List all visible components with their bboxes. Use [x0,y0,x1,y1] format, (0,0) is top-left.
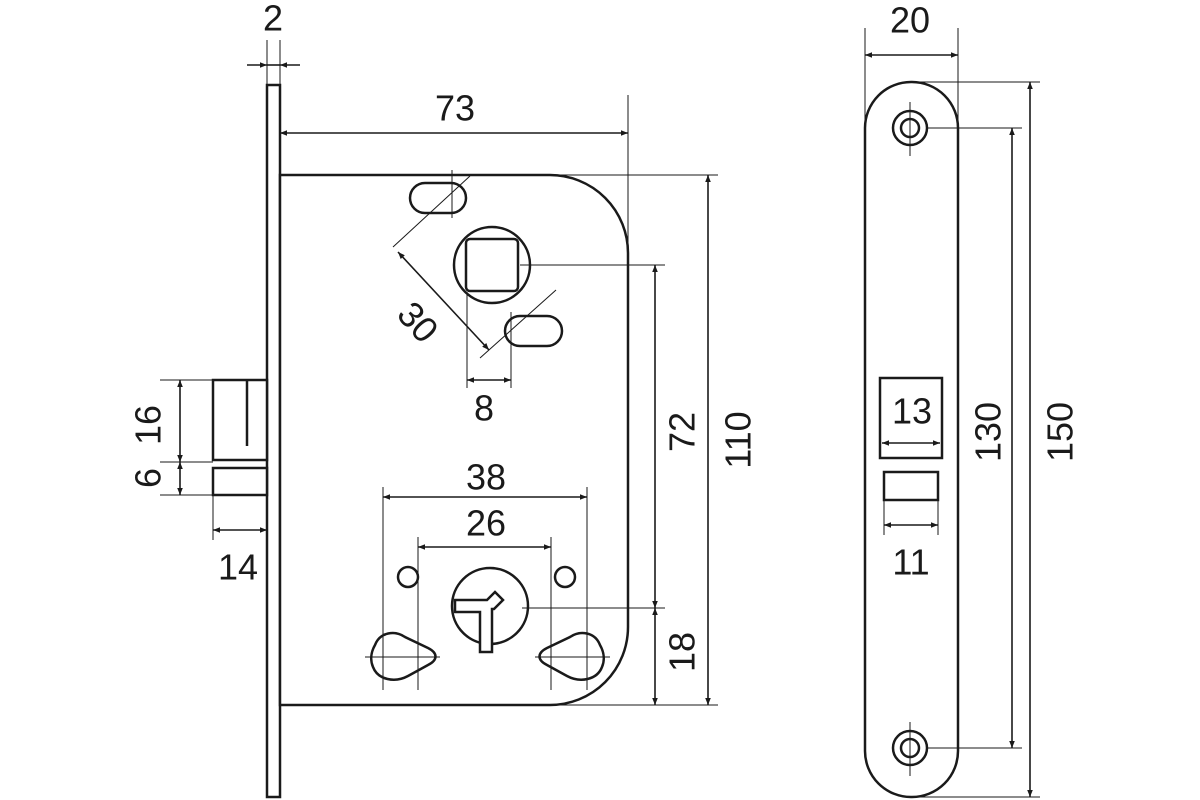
lock-case [278,173,630,707]
faceplate [265,83,282,799]
lower-mounting-slot [503,314,564,348]
dimension-strike-width: 20 [864,0,959,122]
dimension-label: 8 [474,388,494,429]
dimension-label: 11 [892,542,929,583]
dimension-label: 26 [466,503,506,544]
dimension-body-height: 110 [550,174,759,706]
dimension-outer-hole-spacing: 38 [382,457,588,690]
lower-bolt [211,466,269,497]
mounting-cutout-right [538,631,605,681]
dimension-label: 73 [435,88,475,129]
dimension-label: 110 [718,411,759,468]
dimension-latch-projection: 14 [212,495,267,588]
strike-plate-view: 20 13 11 130 150 [863,0,1081,799]
screw-hole-right [553,565,577,589]
dimension-label: 130 [968,402,1009,462]
dimension-inner-hole-spacing: 26 [417,503,552,690]
dimension-lower-opening-width: 11 [883,500,939,583]
dimension-label: 2 [263,0,283,39]
lock-body-view: 2 73 30 8 72 [128,0,759,799]
dimension-slot-offset: 8 [466,292,512,429]
dimension-faceplate-thickness: 2 [247,0,300,85]
latch-bolt [211,378,269,462]
dimension-label: 16 [128,405,169,445]
dimension-label: 14 [218,547,258,588]
mounting-cutout-left [370,631,437,681]
spindle-square-hole [464,237,520,293]
dimension-lower-bolt-height: 6 [128,462,213,496]
dimension-spindle-to-cylinder: 72 [520,264,703,609]
screw-hole-left [396,565,420,589]
dimension-latch-height: 16 [128,379,213,463]
dimension-label: 38 [466,457,506,498]
dimension-label: 6 [128,468,169,488]
keyway-profile [453,590,505,654]
dimension-body-depth: 73 [280,88,629,253]
dimension-label: 18 [662,632,703,672]
dimension-strike-hole-spacing: 130 [927,127,1022,749]
dimension-label: 150 [1040,402,1081,462]
dimension-label: 20 [890,0,930,41]
dimension-strike-height: 150 [910,81,1081,798]
dimension-label: 13 [892,391,932,432]
strike-lower-opening [882,470,940,502]
dimension-cylinder-to-bottom: 18 [652,608,703,705]
dimension-latch-opening-width: 13 [882,391,940,446]
dimension-label: 72 [662,412,703,452]
